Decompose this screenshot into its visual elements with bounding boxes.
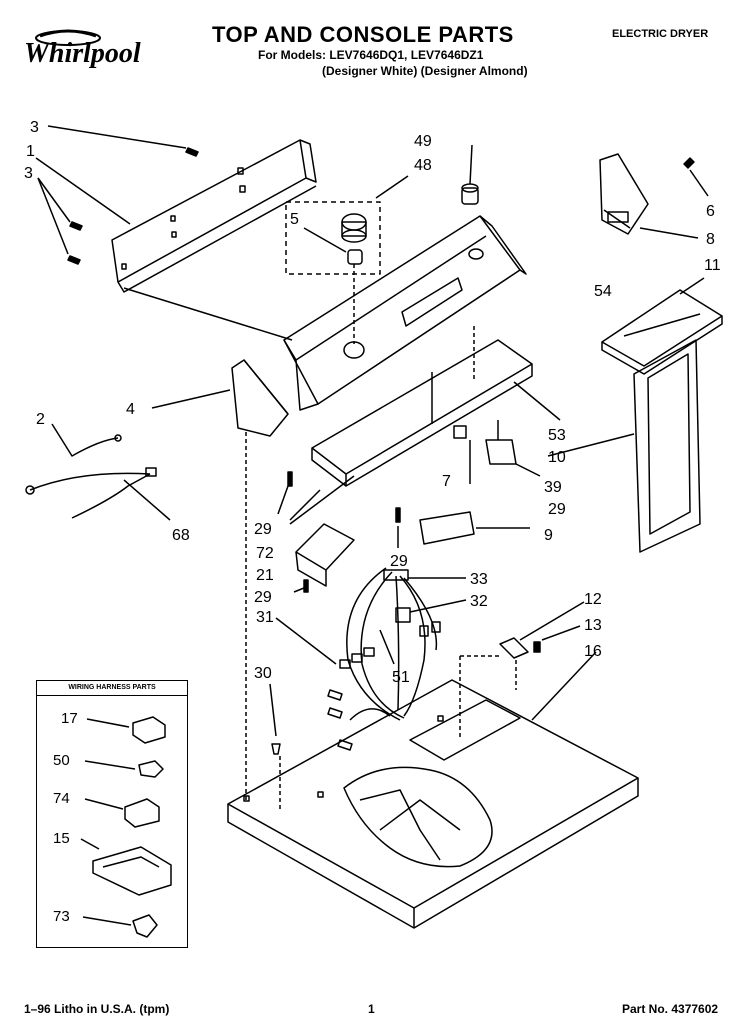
callout-54: 54 xyxy=(594,283,612,300)
part-harness-lower xyxy=(343,766,493,868)
connector-50 xyxy=(138,760,164,778)
part-end-cap-bracket xyxy=(599,153,695,235)
wh-label-74: 74 xyxy=(53,790,70,807)
callout-21: 21 xyxy=(256,567,274,584)
callout-39: 39 xyxy=(544,479,562,496)
callout-49: 49 xyxy=(414,133,432,150)
models-line: For Models: LEV7646DQ1, LEV7646DZ1 xyxy=(258,48,484,62)
part-console-bracket xyxy=(311,339,533,487)
footer-part-number: Part No. 4377602 xyxy=(622,1002,719,1016)
brand-wordmark: Whirlpool xyxy=(24,38,141,69)
callout-31: 31 xyxy=(256,609,274,626)
callout-72: 72 xyxy=(256,545,274,562)
callout-8: 8 xyxy=(706,231,715,248)
callout-5: 5 xyxy=(290,211,299,228)
callout-10: 10 xyxy=(548,449,566,466)
part-knob xyxy=(461,183,479,205)
callout-68: 68 xyxy=(172,527,190,544)
callout-48: 48 xyxy=(414,157,432,174)
wiring-harness-title: WIRING HARNESS PARTS xyxy=(37,681,187,696)
wiring-harness-drawing: 17 50 74 15 73 xyxy=(53,710,172,938)
variants-line: (Designer White) (Designer Almond) xyxy=(322,64,528,78)
callout-32: 32 xyxy=(470,593,488,610)
callout-labels: 3 1 3 49 48 5 6 8 11 54 4 2 53 10 7 39 2… xyxy=(24,119,721,686)
connector-73 xyxy=(132,914,158,938)
part-timer-knob xyxy=(341,213,367,265)
callout-51: 51 xyxy=(392,669,410,686)
callout-33: 33 xyxy=(470,571,488,588)
callout-3a: 3 xyxy=(30,119,39,136)
part-filter-cover xyxy=(601,289,723,375)
connector-74 xyxy=(124,798,160,828)
part-end-cap xyxy=(231,359,289,437)
callout-2: 2 xyxy=(36,411,45,428)
callout-16: 16 xyxy=(584,643,602,660)
connector-17 xyxy=(132,716,166,744)
page-title: TOP AND CONSOLE PARTS xyxy=(212,22,514,47)
part-thermal-fuse xyxy=(453,425,467,439)
wh-label-17: 17 xyxy=(61,710,78,727)
part-rear-bracket xyxy=(111,139,317,293)
callout-9: 9 xyxy=(544,527,553,544)
connector-15 xyxy=(92,846,172,896)
whirlpool-logo: Whirlpool xyxy=(24,29,141,69)
part-selector-switch xyxy=(419,511,475,545)
callout-4: 4 xyxy=(126,401,135,418)
callout-11: 11 xyxy=(704,257,721,274)
callout-1: 1 xyxy=(26,143,35,160)
wh-label-15: 15 xyxy=(53,830,70,847)
callout-6: 6 xyxy=(706,203,715,220)
callout-29c: 29 xyxy=(390,553,408,570)
part-console-panel xyxy=(283,215,527,411)
callout-13: 13 xyxy=(584,617,602,634)
part-clip xyxy=(271,743,281,755)
part-push-switch xyxy=(485,439,517,465)
callout-29b: 29 xyxy=(548,501,566,518)
part-wire-68 xyxy=(71,473,151,519)
part-wiring-harness xyxy=(327,567,441,751)
callout-7: 7 xyxy=(442,473,451,490)
callout-12: 12 xyxy=(584,591,602,608)
document-type: ELECTRIC DRYER xyxy=(612,28,709,40)
wiring-harness-parts-box: WIRING HARNESS PARTS 17 50 74 15 73 xyxy=(36,680,188,948)
part-hinge-bracket xyxy=(499,637,529,659)
part-timer xyxy=(295,523,355,571)
part-wire-2 xyxy=(51,423,119,457)
callout-29a: 29 xyxy=(254,521,272,538)
callout-53: 53 xyxy=(548,427,566,444)
part-top-panel xyxy=(227,679,639,929)
wh-label-73: 73 xyxy=(53,908,70,925)
part-screws xyxy=(67,147,199,265)
callout-3b: 3 xyxy=(24,165,33,182)
wh-label-50: 50 xyxy=(53,752,70,769)
footer-litho: 1–96 Litho in U.S.A. (tpm) xyxy=(24,1002,170,1016)
footer-page-number: 1 xyxy=(368,1002,375,1016)
part-lint-duct xyxy=(633,339,701,553)
callout-29d: 29 xyxy=(254,589,272,606)
callout-30: 30 xyxy=(254,665,272,682)
